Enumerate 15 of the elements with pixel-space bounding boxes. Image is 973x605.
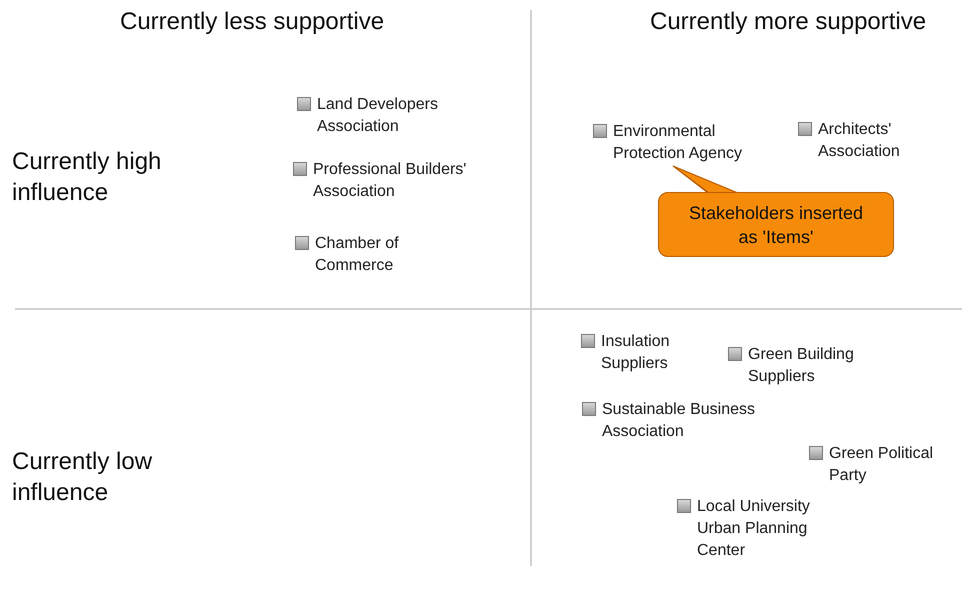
quadrant-heading: Currently low influence [12,447,154,508]
stakeholder-name: Sustainable Business Association [602,400,756,442]
stakeholder-name: Insulation Suppliers [601,332,670,374]
stakeholder-name: Architects' Association [818,120,901,162]
stakeholder-name: Chamber of Commerce [315,234,400,276]
stakeholder-name: Land Developers Association [317,95,439,137]
quadrant-heading: Currently less supportive [120,7,384,37]
stakeholder-name: Green Political Party [829,444,934,486]
stakeholder-name: Local University Urban Planning Center [697,497,811,561]
callout-text: Stakeholders inserted as 'Items' [688,202,864,248]
quadrant-heading: Currently more supportive [650,7,926,37]
stakeholder-name: Professional Builders' Association [313,160,468,202]
quadrant-heading: Currently high influence [12,147,162,208]
stakeholder-name: Environmental Protection Agency [613,122,743,164]
stakeholder-name: Green Building Suppliers [748,345,855,387]
